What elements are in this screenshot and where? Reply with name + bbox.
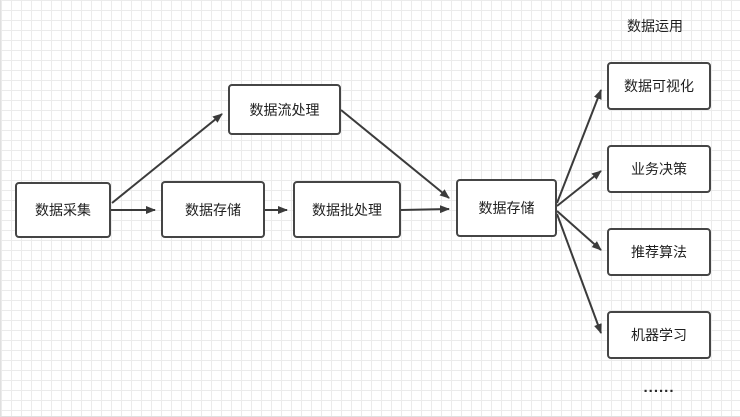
node-batch-processing-label: 数据批处理	[312, 201, 382, 218]
connector-storage2-to-recommendation[interactable]	[556, 210, 602, 251]
connector-storage2-to-ml[interactable]	[556, 213, 602, 334]
connector-batch-to-storage2[interactable]	[400, 205, 450, 214]
node-data-collection-label: 数据采集	[35, 202, 91, 218]
node-machine-learning[interactable]: 机器学习	[607, 311, 711, 359]
node-data-visualization[interactable]: 数据可视化	[607, 62, 711, 110]
node-machine-learning-label: 机器学习	[631, 327, 687, 343]
ellipsis-label: ......	[643, 379, 675, 396]
node-business-decision-label: 业务决策	[631, 161, 687, 177]
group-label-data-application: 数据运用	[627, 18, 683, 34]
node-batch-processing[interactable]: 数据批处理	[293, 181, 401, 238]
node-data-storage-2[interactable]: 数据存储	[456, 179, 557, 237]
node-data-storage-1-label: 数据存储	[185, 201, 241, 218]
node-business-decision[interactable]: 业务决策	[607, 145, 711, 193]
node-recommendation-algorithm[interactable]: 推荐算法	[607, 228, 711, 276]
node-stream-processing-label: 数据流处理	[249, 101, 320, 118]
node-data-storage-1[interactable]: 数据存储	[161, 181, 265, 238]
node-stream-processing[interactable]: 数据流处理	[228, 84, 341, 135]
connector-storage2-to-visualization[interactable]	[556, 89, 602, 204]
node-data-collection[interactable]: 数据采集	[15, 182, 111, 238]
node-data-storage-2-label: 数据存储	[478, 200, 535, 216]
node-data-visualization-label: 数据可视化	[624, 78, 694, 94]
connector-collection-to-stream[interactable]	[111, 113, 223, 204]
connector-stream-to-storage2[interactable]	[340, 109, 450, 199]
node-recommendation-algorithm-label: 推荐算法	[631, 244, 687, 260]
connector-storage2-to-decision[interactable]	[556, 170, 602, 207]
